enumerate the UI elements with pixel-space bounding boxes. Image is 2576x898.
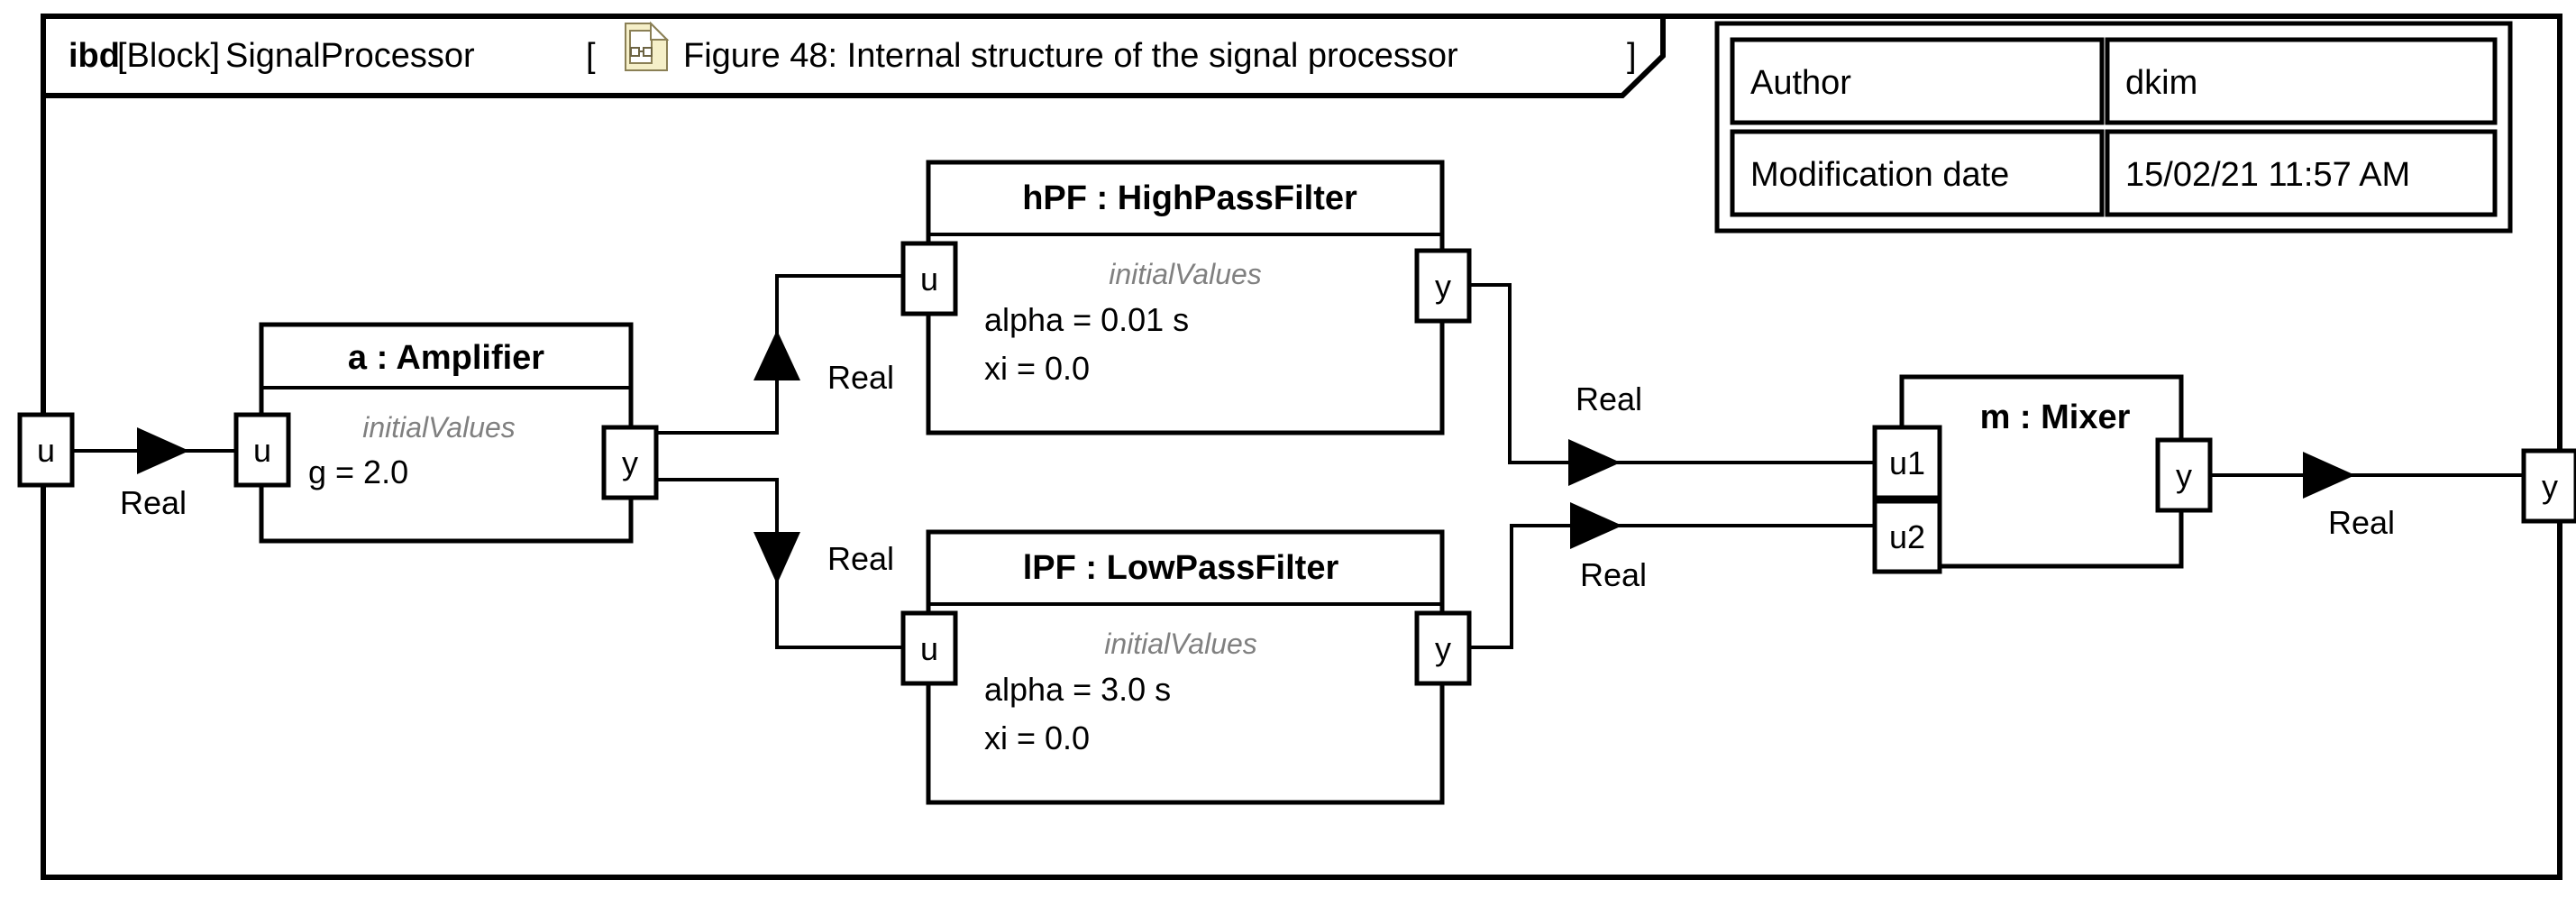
part-amplifier-attribute-0: g = 2.0 xyxy=(308,454,408,490)
diagram-document-icon xyxy=(625,21,670,71)
port-external-y-label: y xyxy=(2542,468,2558,505)
connector-mixer-to-out-arrowhead xyxy=(2303,452,2355,499)
diagram-name-label: SignalProcessor xyxy=(225,37,475,75)
port-external-u-label: u xyxy=(37,432,55,469)
port-mixer-u1[interactable] xyxy=(1872,425,1942,500)
port-highpassfilter-u[interactable] xyxy=(900,241,958,316)
port-highpassfilter-u-label: u xyxy=(920,261,938,298)
metadata-cell-label-1 xyxy=(1730,129,2105,217)
port-mixer-u1-label: u1 xyxy=(1889,444,1925,481)
connector-amp-to-hpf-arrowhead xyxy=(754,330,800,380)
part-highpassfilter[interactable] xyxy=(926,160,1445,435)
metadata-value-modification-date: 15/02/21 11:57 AM xyxy=(2125,156,2410,194)
part-lowpassfilter-attribute-0: alpha = 3.0 s xyxy=(984,671,1171,708)
port-amplifier-u[interactable] xyxy=(233,412,291,488)
port-lowpassfilter-u[interactable] xyxy=(900,610,958,686)
connector-lpf-to-mixer-label: Real xyxy=(1580,556,1647,593)
port-mixer-y-label: y xyxy=(2176,457,2192,494)
diagram-kind-label: ibd xyxy=(69,37,120,75)
connector-mixer-to-out-label: Real xyxy=(2328,504,2395,541)
connector-hpf-to-mixer-arrowhead xyxy=(1568,439,1621,486)
part-mixer-title: m : Mixer xyxy=(1980,399,2131,436)
part-lowpassfilter-compartment-label: initialValues xyxy=(1104,628,1257,660)
metadata-cell-value-1 xyxy=(2105,129,2498,217)
part-amplifier-compartment-label: initialValues xyxy=(362,411,516,444)
connector-in-to-amp-arrowhead xyxy=(137,427,189,474)
connector-lpf-to-mixer-arrowhead xyxy=(1570,502,1622,549)
port-highpassfilter-y-label: y xyxy=(1435,268,1451,305)
port-mixer-u2[interactable] xyxy=(1872,499,1942,574)
part-lowpassfilter-title: lPF : LowPassFilter xyxy=(1023,549,1339,587)
connector-in-to-amp-label: Real xyxy=(120,484,187,521)
connector-amp-to-lpf-arrowhead xyxy=(754,532,800,584)
diagram-caption-label: Figure 48: Internal structure of the sig… xyxy=(683,37,1458,75)
connector-lpf-to-mixer-line xyxy=(1442,524,1879,649)
port-highpassfilter-y[interactable] xyxy=(1414,248,1472,324)
part-amplifier-title: a : Amplifier xyxy=(348,339,544,377)
diagram-bracket-open: [ xyxy=(586,37,596,75)
port-mixer-y[interactable] xyxy=(2155,437,2213,513)
connector-hpf-to-mixer-label: Real xyxy=(1576,380,1642,417)
port-external-u[interactable] xyxy=(17,412,75,488)
port-lowpassfilter-y-label: y xyxy=(1435,630,1451,667)
port-mixer-u2-label: u2 xyxy=(1889,518,1925,555)
diagram-stereotype-label: [Block] xyxy=(117,37,220,75)
part-lowpassfilter[interactable] xyxy=(926,529,1445,805)
port-amplifier-y-label: y xyxy=(622,444,638,481)
port-amplifier-u-label: u xyxy=(253,432,271,469)
diagram-title-tab xyxy=(41,14,1666,98)
metadata-value-author: dkim xyxy=(2125,64,2197,102)
part-highpassfilter-compartment-label: initialValues xyxy=(1109,258,1262,290)
port-external-y[interactable] xyxy=(2521,448,2576,524)
port-lowpassfilter-y[interactable] xyxy=(1414,610,1472,686)
connector-hpf-to-mixer-line xyxy=(1460,283,1879,464)
port-amplifier-y[interactable] xyxy=(601,425,659,500)
connector-amp-to-hpf-label: Real xyxy=(827,359,894,396)
metadata-cell-value-0 xyxy=(2105,37,2498,125)
diagram-bracket-close: ] xyxy=(1627,37,1637,75)
part-amplifier[interactable] xyxy=(259,322,634,544)
port-lowpassfilter-u-label: u xyxy=(920,630,938,667)
part-highpassfilter-attribute-0: alpha = 0.01 s xyxy=(984,301,1189,338)
metadata-cell-label-0 xyxy=(1730,37,2105,125)
part-highpassfilter-title: hPF : HighPassFilter xyxy=(1022,179,1357,217)
metadata-label-author: Author xyxy=(1750,64,1851,102)
part-lowpassfilter-attribute-1: xi = 0.0 xyxy=(984,719,1090,756)
metadata-label-modification-date: Modification date xyxy=(1750,156,2009,194)
connector-amp-to-lpf-label: Real xyxy=(827,540,894,577)
part-highpassfilter-attribute-1: xi = 0.0 xyxy=(984,350,1090,387)
